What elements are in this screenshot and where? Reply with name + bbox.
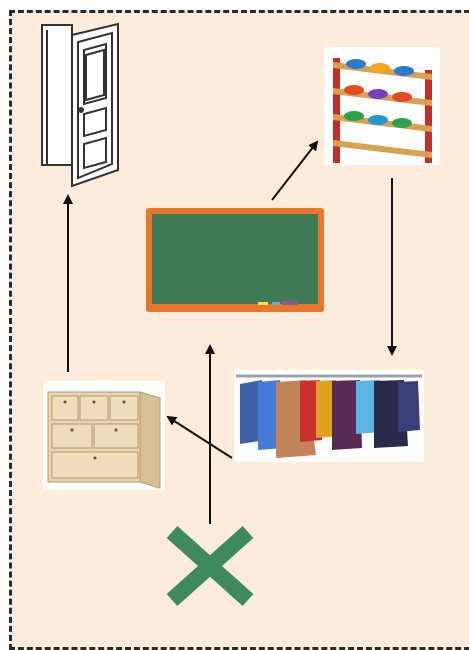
arrow-chalkboard-to-shoe-rack [272, 142, 317, 200]
arrow-clothes-rack-to-drawer-cabinet [168, 417, 232, 458]
